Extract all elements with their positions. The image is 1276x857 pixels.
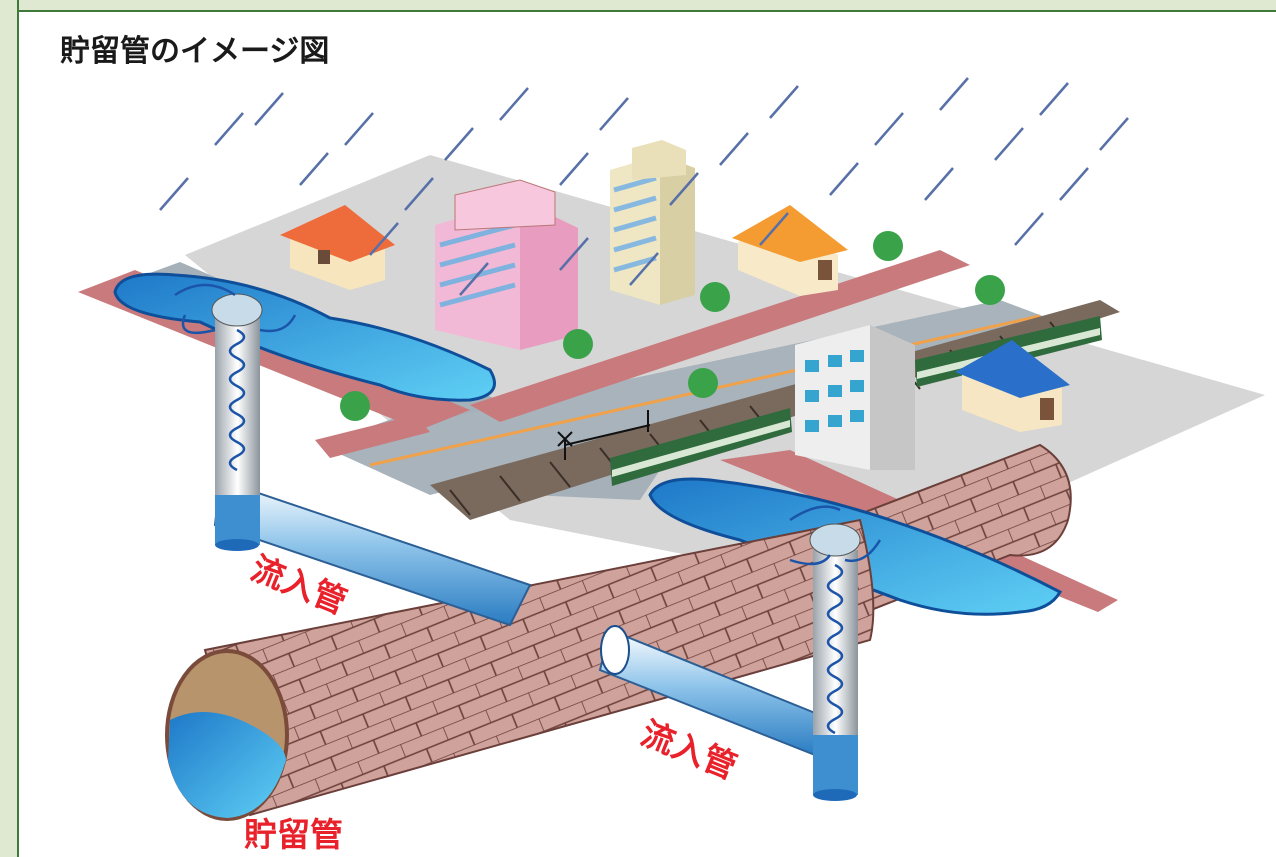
building-icon: [610, 140, 695, 305]
inflow-pipe-2: [598, 625, 822, 757]
sidewalk-mid: [470, 250, 970, 422]
rain-streaks-icon: [159, 77, 1129, 296]
storage-tunnel-front: [203, 518, 875, 817]
storage-pipe-label: 貯留管: [244, 815, 343, 854]
storage-pipe-water: [168, 712, 286, 818]
frame-left-band: [0, 0, 19, 857]
house-icon: [280, 205, 395, 290]
flow-arrows: [174, 283, 882, 566]
building-icon: [795, 325, 915, 470]
railroad-crossing-icon: [557, 410, 651, 460]
frame-top-band: [0, 0, 1276, 12]
tree-icon: [340, 231, 1005, 421]
vertical-shaft-right: [809, 523, 861, 801]
diagram-title: 貯留管のイメージ図: [60, 34, 330, 69]
sidewalk-left: [315, 415, 430, 458]
vertical-shaft-left: [211, 293, 263, 551]
house-icon: [955, 340, 1070, 432]
